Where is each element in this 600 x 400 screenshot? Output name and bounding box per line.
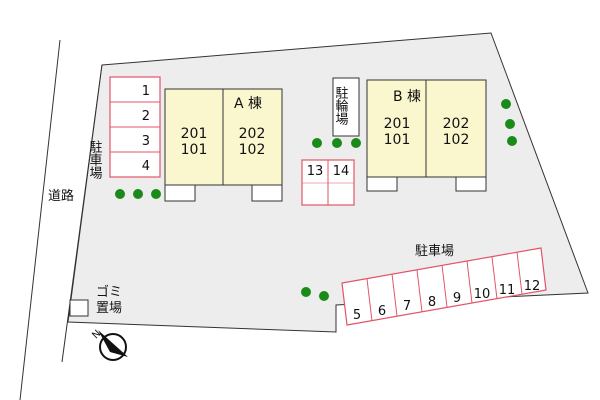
parking-space-9: 9 xyxy=(453,291,461,306)
parking-bottom-label: 駐車場 xyxy=(415,244,454,259)
parking-space-5: 5 xyxy=(353,308,361,323)
garbage-label: ゴミ 置場 xyxy=(96,284,126,316)
parking-divider xyxy=(466,260,473,304)
tree-icon xyxy=(133,189,143,199)
parking-bottom-frame xyxy=(341,247,547,326)
unit-b-101: 101 xyxy=(384,132,411,148)
bicycle-parking-frame xyxy=(332,77,360,137)
building-b: B 棟 201 101 202 102 xyxy=(366,79,487,192)
parking-space-2: 2 xyxy=(142,109,150,124)
parking-divider xyxy=(441,264,448,308)
tree-icon xyxy=(301,287,311,297)
road-edge-left xyxy=(19,39,61,400)
bicycle-parking-label: 駐輪場 xyxy=(333,86,349,125)
north-arrow-icon: N xyxy=(90,328,128,361)
unit-a-102: 102 xyxy=(239,142,266,158)
unit-b-201: 201 xyxy=(384,116,411,132)
building-a-title: A 棟 xyxy=(234,96,262,112)
parking-space-14: 14 xyxy=(333,164,350,179)
bicycle-parking: 駐輪場 xyxy=(332,77,360,137)
building-b-step xyxy=(455,176,487,192)
tree-icon xyxy=(501,99,511,109)
tree-group-left xyxy=(115,189,161,199)
garbage-box xyxy=(69,299,89,317)
building-a-step xyxy=(164,184,196,202)
parking-center: 13 14 xyxy=(301,159,355,206)
parking-space-1: 1 xyxy=(142,84,150,99)
tree-icon xyxy=(312,138,322,148)
building-a: A 棟 201 101 202 102 xyxy=(164,88,283,202)
garbage-label-line1: ゴミ xyxy=(96,284,122,300)
tree-icon xyxy=(115,189,125,199)
parking-space-11: 11 xyxy=(499,283,516,298)
road-label: 道路 xyxy=(48,188,74,204)
unit-a-202: 202 xyxy=(239,126,266,142)
tree-icon xyxy=(332,138,342,148)
parking-left-label: 駐車場 xyxy=(87,140,103,179)
parking-space-4: 4 xyxy=(142,159,150,174)
parking-space-8: 8 xyxy=(428,295,436,310)
parking-divider xyxy=(491,256,498,300)
tree-icon xyxy=(151,189,161,199)
tree-group-center xyxy=(312,99,517,148)
tree-icon xyxy=(507,136,517,146)
garbage-label-line2: 置場 xyxy=(96,301,122,316)
parking-space-13: 13 xyxy=(307,164,324,179)
unit-b-202: 202 xyxy=(443,116,470,132)
unit-a-101: 101 xyxy=(181,142,208,158)
tree-group-bottom xyxy=(301,287,329,301)
parking-space-12: 12 xyxy=(524,279,541,294)
parking-divider xyxy=(391,273,398,317)
parking-left: 1 2 3 4 駐車場 xyxy=(87,76,161,179)
parking-divider xyxy=(366,278,373,322)
tree-icon xyxy=(351,138,361,148)
tree-icon xyxy=(505,119,515,129)
parking-space-7: 7 xyxy=(403,299,411,314)
parking-space-6: 6 xyxy=(378,304,386,319)
building-b-step xyxy=(366,176,398,192)
garbage-area: ゴミ 置場 xyxy=(69,284,126,317)
parking-divider xyxy=(416,269,423,313)
parking-space-3: 3 xyxy=(142,134,150,149)
unit-a-201: 201 xyxy=(181,126,208,142)
building-a-step xyxy=(251,184,283,202)
parking-divider xyxy=(516,251,523,295)
tree-icon xyxy=(319,291,329,301)
parking-space-10: 10 xyxy=(474,287,491,302)
unit-b-102: 102 xyxy=(443,132,470,148)
building-b-title: B 棟 xyxy=(393,89,421,105)
parking-bottom: 5 6 7 8 9 10 11 12 xyxy=(341,247,547,326)
